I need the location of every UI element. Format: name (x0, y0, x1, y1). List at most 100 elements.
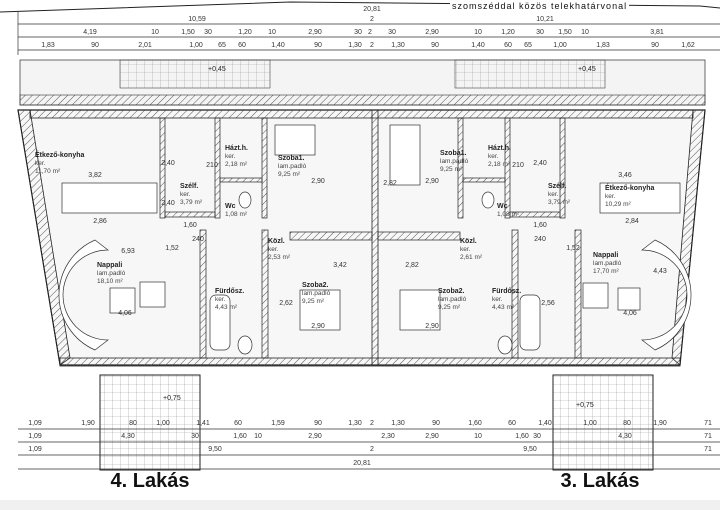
room-name: Fürdősz. (215, 288, 245, 295)
inner-dimension-label: 2,82 (405, 262, 419, 269)
dimension-label: 4,30 (618, 433, 632, 440)
room-name: Szoba2. (438, 288, 465, 295)
dimension-label: 90 (314, 420, 322, 427)
inner-dimension-label: 6,93 (121, 248, 135, 255)
dimension-label: 2,30 (381, 433, 395, 440)
dimension-label: 90 (91, 42, 99, 49)
inner-dimension-label: 2,90 (425, 178, 439, 185)
room-floor: ker. (225, 153, 236, 160)
inner-dimension-label: 210 (512, 162, 524, 169)
top-dimension-lines (17, 12, 720, 55)
dimension-label: 10 (268, 29, 276, 36)
entrance-right (552, 374, 654, 471)
room-floor: ker. (605, 193, 616, 200)
room-area: 2,61 m² (460, 254, 483, 261)
dimension-label: 30 (204, 29, 212, 36)
dimension-label: 1,60 (515, 433, 529, 440)
room-floor: ker. (488, 153, 499, 160)
dimension-label: 1,50 (558, 29, 572, 36)
dimension-label: 30 (388, 29, 396, 36)
inner-walls (159, 117, 582, 359)
inner-dimension-label: 2,82 (383, 180, 397, 187)
dimension-label: 30 (533, 433, 541, 440)
inner-dimension-label: 2,62 (279, 300, 293, 307)
dimension-label: 60 (234, 420, 242, 427)
room-name: Étkező-konyha (605, 185, 655, 192)
room-area: 1,08 m² (497, 211, 520, 218)
dimension-label: 1,60 (468, 420, 482, 427)
dimension-label: 10 (151, 29, 159, 36)
dimension-label: 1,30 (348, 42, 362, 49)
dimension-label: 65 (218, 42, 226, 49)
dimension-label: 90 (432, 420, 440, 427)
room-name: Szoba1. (440, 150, 467, 157)
inner-dimension-label: 2,40 (161, 200, 175, 207)
dimension-label: 90 (314, 42, 322, 49)
dimension-label: 90 (651, 42, 659, 49)
room-name: Wc (225, 203, 236, 210)
dimension-label: 71 (704, 433, 712, 440)
room-area: 10,29 m² (605, 201, 631, 208)
dimension-label: 2,90 (308, 433, 322, 440)
room-area: 11,70 m² (35, 168, 61, 175)
dimension-label: 60 (238, 42, 246, 49)
dimension-label: 1,40 (471, 42, 485, 49)
dimension-label: 80 (623, 420, 631, 427)
level-mark: +0,45 (578, 66, 596, 73)
dimension-label: 10 (474, 29, 482, 36)
dimension-label: 60 (508, 420, 516, 427)
room-floor: ker. (268, 246, 279, 253)
room-name: Wc (497, 203, 508, 210)
room-floor: lam.padló (440, 158, 469, 165)
dimension-label: 80 (129, 420, 137, 427)
dim-total-bottom: 20,81 (353, 460, 371, 467)
inner-dimension-label: 1,52 (165, 245, 179, 252)
dimension-label: 10 (254, 433, 262, 440)
inner-dimension-label: 240 (534, 236, 546, 243)
room-floor: ker. (180, 191, 191, 198)
room-name: Közl. (268, 238, 285, 245)
dimension-label: 2,90 (308, 29, 322, 36)
dimension-label: 30 (191, 433, 199, 440)
room-area: 1,08 m² (225, 211, 248, 218)
inner-dimension-label: 3,42 (333, 262, 347, 269)
room-label: Szélf.ker.3,79 m² (548, 183, 570, 207)
dimension-label: 2,90 (425, 29, 439, 36)
room-floor: ker. (460, 246, 471, 253)
room-floor: lam.padló (593, 260, 622, 267)
dimension-label: 30 (536, 29, 544, 36)
room-area: 2,53 m² (268, 254, 291, 261)
room-area: 2,18 m² (225, 161, 248, 168)
room-area: 9,25 m² (302, 298, 325, 305)
dimension-label: 4,19 (83, 29, 97, 36)
room-area: 4,43 m² (215, 304, 238, 311)
dimension-label: 1,90 (81, 420, 95, 427)
inner-dimension-label: 4,06 (118, 310, 132, 317)
inner-dimension-label: 2,90 (311, 178, 325, 185)
room-name: Nappali (97, 262, 123, 269)
dimension-label: 9,50 (208, 446, 222, 453)
dimension-label: 60 (504, 42, 512, 49)
dimension-label: 1,62 (681, 42, 695, 49)
room-label: Közl.ker.2,61 m² (460, 238, 482, 262)
dimension-label: 2 (370, 420, 374, 427)
room-name: Házt.h. (488, 145, 511, 152)
bottom-dimension-lines (18, 428, 720, 470)
dimension-label: 3,81 (650, 29, 664, 36)
room-floor: ker. (215, 296, 226, 303)
room-area: 17,70 m² (593, 268, 619, 275)
dimension-label: 65 (524, 42, 532, 49)
room-label: Közl.ker.2,53 m² (268, 238, 290, 262)
dimension-label: 2,01 (138, 42, 152, 49)
inner-dimension-label: 240 (192, 236, 204, 243)
party-wall (371, 109, 379, 366)
